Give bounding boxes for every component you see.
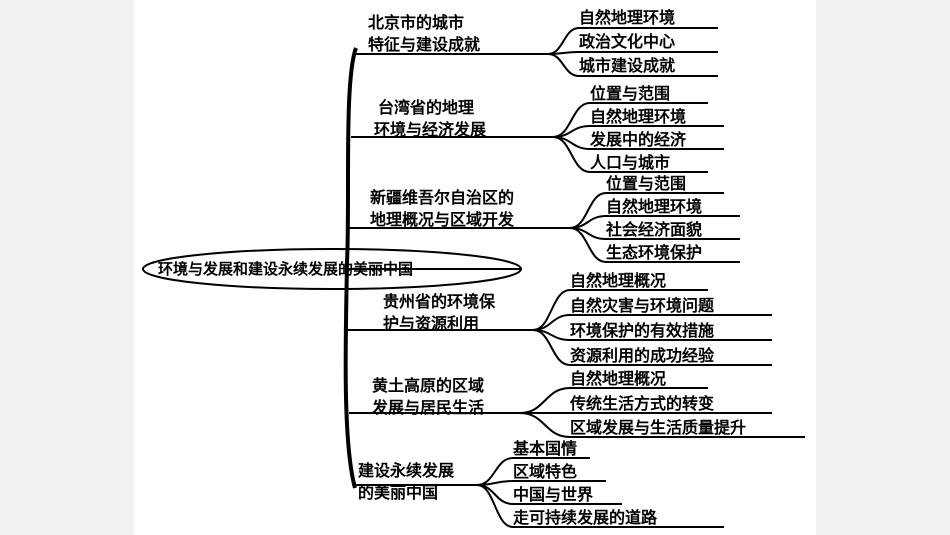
branch-title-line: 北京市的城市	[368, 13, 465, 32]
leaf-topic: 社会经济面貌	[606, 220, 703, 239]
branch-title-line: 贵州省的环境保	[383, 292, 496, 311]
leaf-topic: 生态环境保护	[606, 243, 703, 262]
leaf-connector	[547, 53, 718, 77]
branch-title-line: 台湾省的地理	[378, 98, 475, 117]
leaf-topic: 自然地理环境	[606, 197, 703, 216]
leaf-topic: 资源利用的成功经验	[570, 346, 715, 365]
main-trunk	[343, 47, 358, 489]
leaf-topic: 区域发展与生活质量提升	[570, 418, 747, 437]
leaf-topic: 位置与范围	[606, 174, 687, 193]
right-margin-panel	[816, 0, 950, 535]
leaf-connector	[532, 329, 772, 366]
branch-title-line: 特征与建设成就	[368, 35, 481, 54]
branch-title-line: 环境与经济发展	[374, 120, 487, 139]
leaf-topic: 发展中的经济	[590, 130, 687, 149]
leaf-topic: 自然灾害与环境问题	[570, 296, 715, 315]
branch-title-line: 黄土高原的区域	[372, 376, 485, 395]
leaf-connector	[476, 484, 724, 528]
leaf-topic: 走可持续发展的道路	[513, 508, 658, 527]
leaf-topic: 自然地理概况	[570, 369, 667, 388]
leaf-topic: 区域特色	[513, 462, 578, 481]
leaf-topic: 环境保护的有效措施	[570, 321, 715, 340]
branch-title-line: 新疆维吾尔自治区的	[370, 188, 515, 207]
leaf-topic: 人口与城市	[590, 153, 671, 172]
leaf-connector	[569, 227, 740, 263]
branch-title-line: 护与资源利用	[383, 314, 480, 333]
leaf-connector	[519, 412, 805, 438]
leaf-topic: 城市建设成就	[579, 56, 676, 75]
branch-title-line: 建设永续发展	[358, 461, 455, 480]
leaf-topic: 基本国情	[513, 439, 578, 458]
leaf-topic: 传统生活方式的转变	[570, 394, 715, 413]
left-margin-panel	[0, 0, 134, 535]
branch-title-line: 发展与居民生活	[372, 398, 485, 417]
leaf-topic: 自然地理环境	[579, 8, 676, 27]
root-topic: 环境与发展和建设永续发展的美丽中国	[158, 260, 414, 278]
branch-title-line: 的美丽中国	[358, 483, 439, 502]
leaf-topic: 中国与世界	[513, 485, 594, 504]
leaf-topic: 政治文化中心	[579, 32, 676, 51]
leaf-connector	[547, 51, 718, 55]
leaf-topic: 自然地理环境	[590, 107, 687, 126]
leaf-topic: 自然地理概况	[570, 271, 667, 290]
branch-title-line: 地理概况与区域开发	[370, 210, 515, 229]
leaf-topic: 位置与范围	[590, 84, 671, 103]
leaf-connector	[552, 136, 708, 173]
